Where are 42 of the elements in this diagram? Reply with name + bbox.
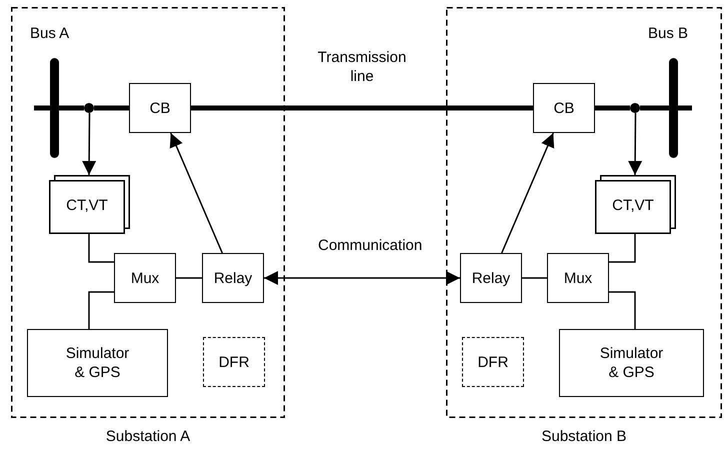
substation-label: Substation A: [104, 428, 192, 445]
box-label: CB: [150, 98, 170, 118]
process-box: [559, 329, 704, 397]
transmission-line: [640, 106, 669, 110]
dashed-box: [462, 337, 524, 387]
transmission-line: [191, 106, 533, 110]
process-box: [129, 83, 191, 133]
substation-label: Substation B: [540, 428, 628, 445]
process-box: [547, 253, 609, 303]
arrow: [170, 132, 223, 254]
connector-line: [88, 234, 114, 263]
box-label: DFR: [218, 352, 250, 372]
process-box: [27, 329, 168, 397]
transmission-line: [59, 106, 84, 110]
arrow: [82, 113, 96, 175]
box-label: Mux: [564, 268, 592, 288]
box-label: CT,VT: [65, 197, 109, 214]
arrow: [501, 132, 554, 254]
connector-line: [176, 277, 202, 279]
process-box: [202, 253, 264, 303]
box-label: Mux: [130, 268, 160, 288]
box-label: Relay: [214, 268, 252, 288]
arrow: [628, 113, 642, 175]
box-label: Relay: [472, 268, 510, 288]
box-label: Simulator & GPS: [64, 344, 130, 382]
process-box: [114, 253, 176, 303]
connector-line: [88, 291, 114, 329]
connector-line: [609, 291, 636, 329]
connector-line: [522, 277, 547, 279]
transmission-line: [595, 106, 630, 110]
box-label: Simulator & GPS: [598, 344, 664, 382]
box-label: DFR: [478, 352, 508, 372]
arrow: [264, 271, 460, 285]
transmission-line: [94, 106, 129, 110]
connector-line: [609, 234, 636, 263]
box-label: CB: [554, 98, 574, 118]
bus-label: Bus A: [30, 25, 70, 42]
dashed-box: [203, 337, 265, 387]
process-box: [460, 253, 522, 303]
process-box: [533, 83, 595, 133]
box-label: CT,VT: [611, 197, 655, 214]
bus-label: Bus B: [648, 25, 688, 42]
